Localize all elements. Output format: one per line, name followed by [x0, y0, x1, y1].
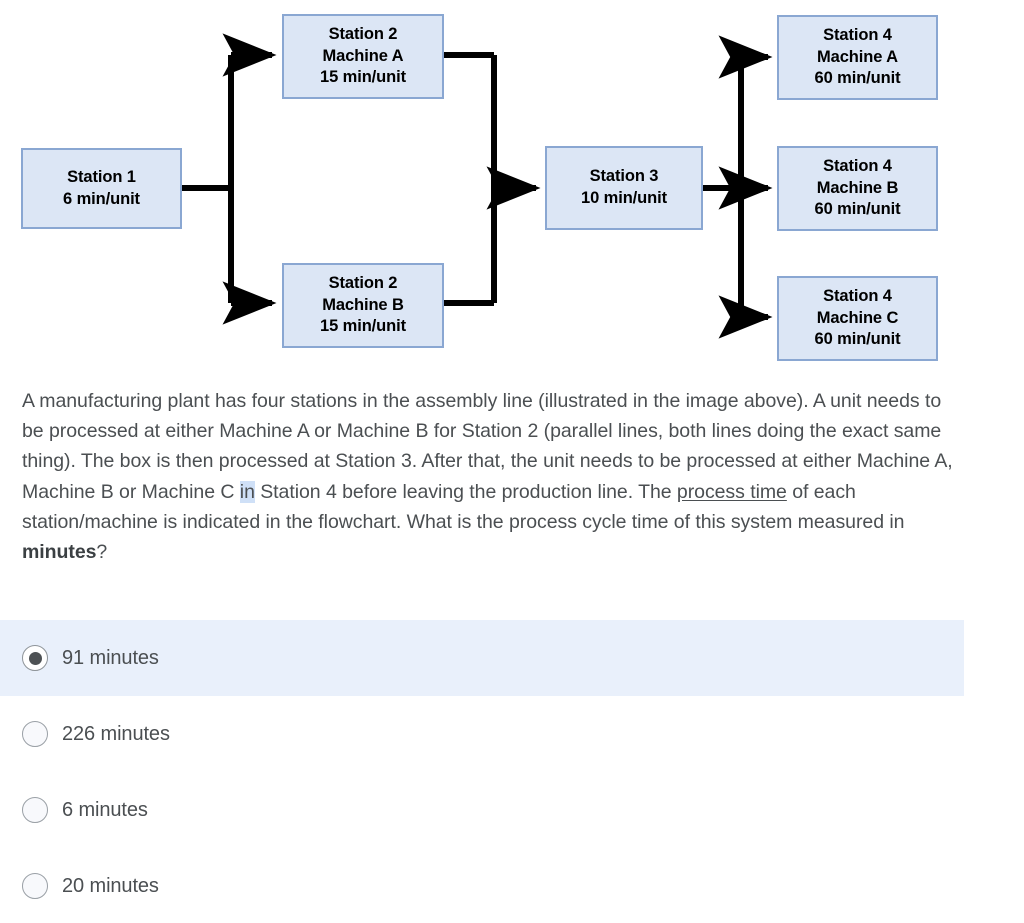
question-segment-underlined: process time	[676, 480, 787, 503]
flow-node-line: 15 min/unit	[320, 68, 406, 87]
assembly-line-flowchart: Station 1 6 min/unit Station 2 Machine A…	[0, 0, 1024, 375]
flow-node-line: Station 4	[823, 156, 892, 175]
answer-option-1[interactable]: 226 minutes	[0, 696, 964, 772]
question-segment-bold: minutes	[22, 541, 97, 564]
flow-node-line: Station 2	[328, 273, 398, 292]
flow-node-station-4-machine-a: Station 4 Machine A 60 min/unit	[777, 15, 938, 100]
flow-node-line: 6 min/unit	[63, 189, 140, 208]
flow-node-line: Machine C	[816, 308, 899, 327]
flow-node-line: Station 4	[823, 25, 892, 44]
answer-option-2[interactable]: 6 minutes	[0, 772, 964, 848]
flow-node-line: Station 3	[589, 167, 659, 186]
flow-node-line: 60 min/unit	[814, 200, 901, 219]
flow-node-line: Station 4	[823, 286, 892, 305]
question-segment: A manufacturing plant has four stations …	[22, 390, 953, 503]
flow-node-station-1: Station 1 6 min/unit	[21, 148, 182, 229]
flow-node-line: Station 1	[67, 167, 136, 186]
flow-node-line: 60 min/unit	[814, 330, 901, 349]
flow-node-station-3: Station 3 10 min/unit	[545, 146, 703, 230]
flow-node-station-2-machine-b: Station 2 Machine B 15 min/unit	[282, 263, 444, 348]
flow-node-line: Station 2	[328, 24, 398, 43]
question-segment: ?	[96, 541, 108, 564]
answer-option-3[interactable]: 20 minutes	[0, 848, 964, 923]
answer-option-label: 226 minutes	[62, 722, 170, 745]
flow-node-station-4-machine-c: Station 4 Machine C 60 min/unit	[777, 276, 938, 361]
flow-node-line: Machine B	[322, 295, 404, 314]
answer-option-label: 91 minutes	[62, 646, 159, 669]
radio-button-selected-icon[interactable]	[22, 645, 48, 671]
answer-option-0[interactable]: 91 minutes	[0, 620, 964, 696]
flowchart-connectors	[182, 33, 773, 339]
answer-options-list: 91 minutes 226 minutes 6 minutes 20 minu…	[0, 620, 1024, 923]
flow-node-station-4-machine-b: Station 4 Machine B 60 min/unit	[777, 146, 938, 231]
answer-option-label: 20 minutes	[62, 874, 159, 897]
question-text: A manufacturing plant has four stations …	[22, 386, 968, 567]
flow-node-line: Machine A	[816, 47, 898, 66]
flow-node-line: 15 min/unit	[320, 317, 406, 336]
radio-button-icon[interactable]	[22, 873, 48, 899]
radio-button-icon[interactable]	[22, 797, 48, 823]
flow-node-station-2-machine-a: Station 2 Machine A 15 min/unit	[282, 14, 444, 99]
flow-node-line: Machine A	[322, 46, 404, 65]
answer-option-label: 6 minutes	[62, 798, 148, 821]
question-segment-highlighted: in	[239, 480, 255, 503]
flow-node-line: 60 min/unit	[814, 69, 901, 88]
flow-node-line: Machine B	[816, 178, 899, 197]
radio-button-icon[interactable]	[22, 721, 48, 747]
flow-node-line: 10 min/unit	[581, 189, 667, 207]
question-segment: of each station/machine is indicated in …	[22, 480, 905, 533]
question-segment: Station 4 before leaving the production …	[254, 480, 677, 503]
